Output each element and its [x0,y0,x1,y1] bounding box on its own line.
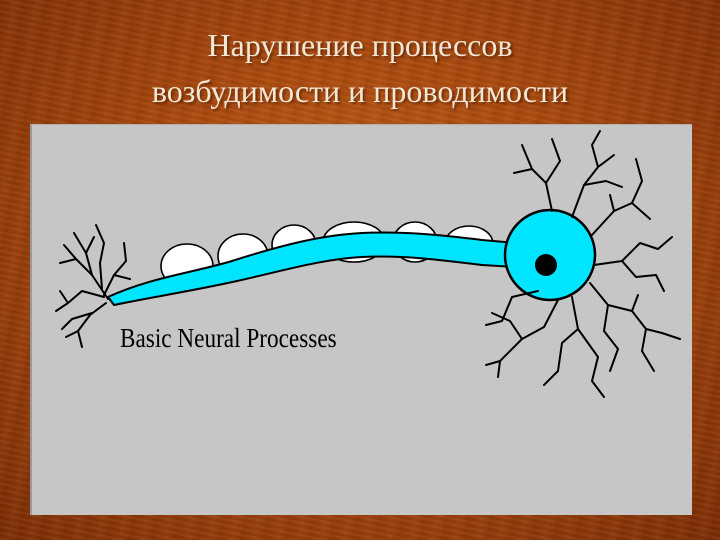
neuron-illustration [55,130,681,398]
dendrites [485,130,681,398]
slide-title-line-1: Нарушение процессов [207,27,513,63]
slide-title-line-2: возбудимости и проводимости [151,73,569,109]
slide-title: Нарушение процессов возбудимости и прово… [0,22,720,114]
nucleus [535,254,557,276]
axon-terminal-branches [55,224,131,348]
figure-caption: Basic Neural Processes [120,323,337,353]
neuron-figure: Basic Neural Processes [30,124,692,515]
